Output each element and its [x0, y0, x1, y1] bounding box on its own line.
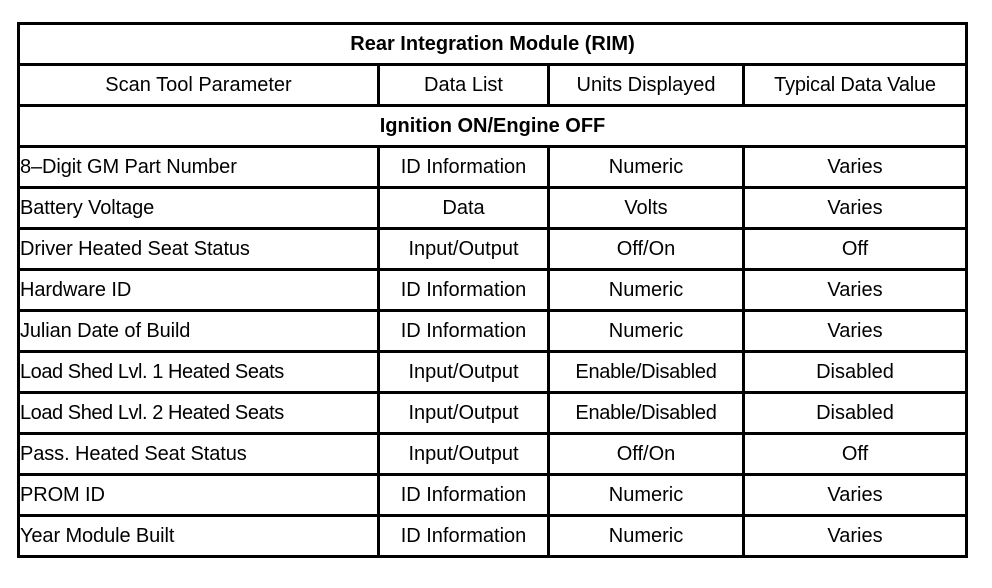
- cell-units: Numeric: [547, 473, 745, 517]
- cell-parameter: Load Shed Lvl. 1 Heated Seats: [17, 350, 380, 394]
- cell-units: Volts: [547, 186, 745, 230]
- table-row: Battery Voltage Data Volts Varies: [17, 186, 969, 230]
- cell-data-list: ID Information: [377, 309, 550, 353]
- cell-typical-value: Off: [741, 227, 969, 271]
- table-row: Julian Date of Build ID Information Nume…: [17, 309, 969, 353]
- cell-typical-value: Off: [741, 432, 969, 476]
- cell-parameter: Julian Date of Build: [17, 309, 380, 353]
- column-header-row: Scan Tool Parameter Data List Units Disp…: [17, 63, 969, 107]
- cell-data-list: ID Information: [377, 145, 550, 189]
- cell-parameter: Driver Heated Seat Status: [17, 227, 380, 271]
- cell-units: Numeric: [547, 309, 745, 353]
- cell-data-list: Input/Output: [377, 350, 550, 394]
- column-header-data-list: Data List: [377, 63, 550, 107]
- column-header-scan-tool-parameter: Scan Tool Parameter: [17, 63, 380, 107]
- rim-parameter-table: Rear Integration Module (RIM) Scan Tool …: [16, 22, 969, 558]
- cell-typical-value: Disabled: [741, 391, 969, 435]
- cell-parameter: PROM ID: [17, 473, 380, 517]
- cell-typical-value: Varies: [741, 473, 969, 517]
- table-row: Hardware ID ID Information Numeric Varie…: [17, 268, 969, 312]
- column-header-units-displayed: Units Displayed: [547, 63, 745, 107]
- cell-units: Off/On: [547, 227, 745, 271]
- table-row: Load Shed Lvl. 2 Heated Seats Input/Outp…: [17, 391, 969, 435]
- column-header-typical-data-value: Typical Data Value: [741, 63, 969, 107]
- cell-data-list: ID Information: [377, 473, 550, 517]
- cell-data-list: Input/Output: [377, 227, 550, 271]
- cell-typical-value: Varies: [741, 309, 969, 353]
- cell-typical-value: Varies: [741, 186, 969, 230]
- cell-data-list: Data: [377, 186, 550, 230]
- cell-units: Enable/Disabled: [547, 350, 745, 394]
- cell-parameter: Battery Voltage: [17, 186, 380, 230]
- cell-typical-value: Disabled: [741, 350, 969, 394]
- cell-parameter: Hardware ID: [17, 268, 380, 312]
- table-row: Load Shed Lvl. 1 Heated Seats Input/Outp…: [17, 350, 969, 394]
- cell-units: Numeric: [547, 145, 745, 189]
- table-row: PROM ID ID Information Numeric Varies: [17, 473, 969, 517]
- cell-data-list: Input/Output: [377, 391, 550, 435]
- cell-typical-value: Varies: [741, 514, 969, 558]
- cell-parameter: Year Module Built: [17, 514, 380, 558]
- table-title: Rear Integration Module (RIM): [16, 22, 969, 66]
- section-header-ignition-on-engine-off: Ignition ON/Engine OFF: [16, 104, 969, 148]
- table-body: Rear Integration Module (RIM) Scan Tool …: [16, 22, 969, 558]
- table-row: Year Module Built ID Information Numeric…: [17, 514, 969, 558]
- section-header-row: Ignition ON/Engine OFF: [16, 104, 969, 148]
- table-row: Pass. Heated Seat Status Input/Output Of…: [17, 432, 969, 476]
- cell-typical-value: Varies: [741, 145, 969, 189]
- cell-units: Off/On: [547, 432, 745, 476]
- table-row: 8–Digit GM Part Number ID Information Nu…: [17, 145, 969, 189]
- cell-typical-value: Varies: [741, 268, 969, 312]
- cell-units: Enable/Disabled: [547, 391, 745, 435]
- cell-data-list: Input/Output: [377, 432, 550, 476]
- cell-parameter: 8–Digit GM Part Number: [17, 145, 380, 189]
- table-title-row: Rear Integration Module (RIM): [16, 22, 969, 66]
- cell-parameter: Load Shed Lvl. 2 Heated Seats: [17, 391, 380, 435]
- cell-data-list: ID Information: [377, 268, 550, 312]
- cell-data-list: ID Information: [377, 514, 550, 558]
- table-row: Driver Heated Seat Status Input/Output O…: [17, 227, 969, 271]
- cell-units: Numeric: [547, 268, 745, 312]
- cell-parameter: Pass. Heated Seat Status: [17, 432, 380, 476]
- cell-units: Numeric: [547, 514, 745, 558]
